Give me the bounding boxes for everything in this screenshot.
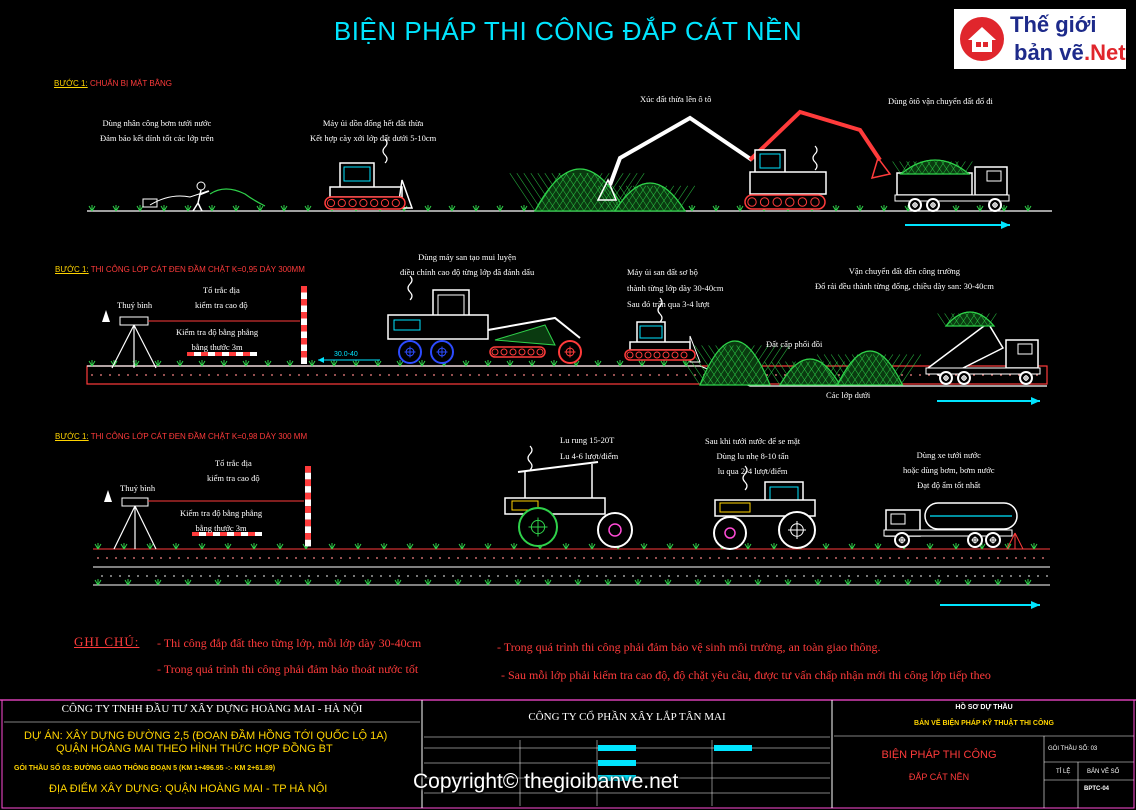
r1-truck-note: Dùng ôtô vận chuyển đất đổ đi [888, 96, 993, 106]
dump-truck-row1 [892, 159, 1010, 212]
tb-package-no: GÓI THẦU SỐ: 03 [1048, 746, 1098, 752]
tb-drawing-no: BẢN VẼ SỐ [1087, 769, 1120, 775]
tb-project-1: DỰ ÁN: XÂY DỰNG ĐƯỜNG 2,5 (ĐOẠN ĐẦM HỒNG… [24, 730, 388, 742]
r3-level-label: Thuỷ bình [120, 483, 156, 493]
tb-dossier-2: BẢN VẼ BIỆN PHÁP KỸ THUẬT THI CÔNG [914, 720, 1054, 727]
excavator-row1 [596, 109, 892, 210]
row2-layer-k095 [86, 286, 1048, 405]
r2-under-label: Các lớp dưới [826, 390, 871, 400]
r2-level-label: Thuỷ bình [117, 300, 153, 310]
water-truck-row3 [883, 502, 1024, 550]
bulldozer-row2 [624, 297, 701, 363]
tb-project-2: QUẬN HOÀNG MAI THEO HÌNH THỨC HỢP ĐỒNG B… [56, 743, 333, 755]
note-4: - Sau mỗi lớp phải kiểm tra cao độ, độ c… [501, 668, 991, 682]
tb-sheet-1: BIỆN PHÁP THI CÔNG [881, 749, 997, 761]
grader-row2 [387, 275, 582, 364]
r1-excavator-note: Xúc đất thừa lên ô tô [640, 94, 712, 104]
vibratory-roller-row3 [504, 445, 633, 548]
tb-contractor: CÔNG TY CỔ PHẦN XÂY LẮP TÂN MAI [528, 711, 726, 723]
tb-location: ĐỊA ĐIỂM XÂY DỰNG: QUẬN HOÀNG MAI - TP H… [49, 783, 328, 795]
note-1: - Thi công đắp đất theo từng lớp, mỗi lớ… [157, 636, 422, 650]
copyright-watermark: Copyright© thegioibanve.net [413, 770, 679, 793]
house-logo-icon [960, 17, 1004, 61]
drawing-title: BIỆN PHÁP THI CÔNG ĐẮP CÁT NỀN [333, 16, 803, 46]
step-label-1: BƯỚC 1: CHUẨN BỊ MẶT BẰNG [54, 79, 173, 88]
notes-heading: GHI CHÚ: [74, 634, 140, 649]
level-instrument-row2 [102, 310, 300, 369]
r2-pile-label: Đất cấp phối đồi [766, 339, 823, 349]
tb-scale: TỈ LỆ [1056, 769, 1071, 775]
tipper-truck-row2 [925, 311, 1041, 385]
tb-dossier-1: HỒ SƠ DỰ THẦU [955, 704, 1013, 711]
note-3: - Trong quá trình thi công phải đảm bảo … [497, 640, 881, 654]
step-label-2: BƯỚC 1: THI CÔNG LỚP CÁT ĐEN ĐẦM CHẶT K=… [55, 265, 305, 274]
note-2: - Trong quá trình thi công phải đảm bảo … [157, 662, 419, 676]
r2-dimension: 30.0-40 [334, 351, 358, 358]
tb-company: CÔNG TY TNHH ĐẦU TƯ XÂY DỰNG HOÀNG MAI -… [61, 703, 363, 715]
bulldozer-row1 [324, 138, 414, 210]
row3-layer-k098 [93, 466, 1050, 609]
light-roller-row3 [713, 465, 816, 550]
site-logo: Thế giới bản vẽ .Net [954, 9, 1126, 69]
level-instrument-row3 [104, 490, 304, 550]
logo-text-3: .Net [1084, 40, 1126, 65]
tb-package: GÓI THẦU SỐ 03: ĐƯỜNG GIAO THÔNG ĐOẠN 5 … [14, 765, 276, 772]
logo-text-1: Thế giới [1010, 12, 1097, 37]
tb-sheet-2: ĐẮP CÁT NỀN [908, 772, 970, 782]
worker-icon [196, 181, 206, 191]
title-block-frame [0, 699, 1136, 809]
tb-code: BPTC-04 [1084, 786, 1110, 792]
logo-text-2: bản vẽ [1014, 40, 1084, 65]
step-label-3: BƯỚC 1: THI CÔNG LỚP CÁT ĐEN ĐẦM CHẶT K=… [55, 432, 308, 441]
